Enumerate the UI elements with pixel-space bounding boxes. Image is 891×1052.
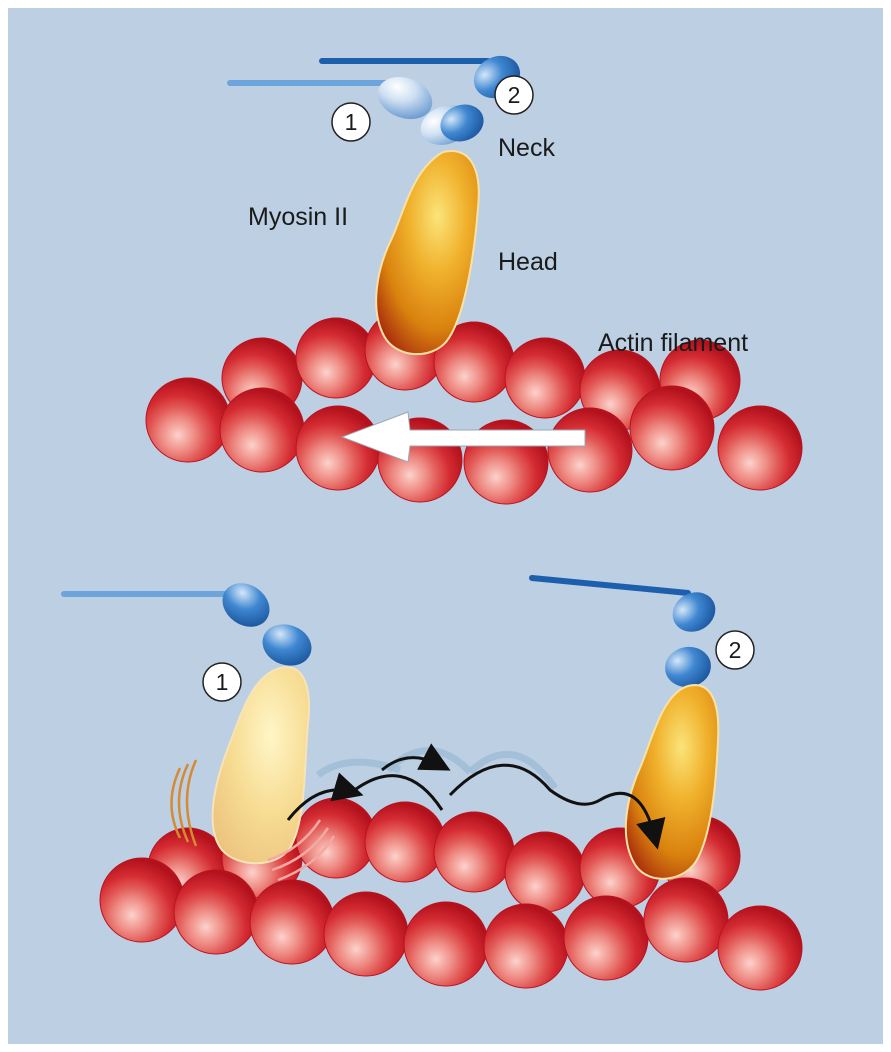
- actin-monomer: [220, 388, 304, 472]
- actin-monomer: [644, 878, 728, 962]
- svg-text:2: 2: [729, 637, 742, 663]
- actin-monomer: [404, 902, 488, 986]
- svg-text:1: 1: [345, 109, 358, 135]
- actin-monomer: [146, 378, 230, 462]
- actin-monomer: [365, 802, 445, 882]
- label-neck: Neck: [498, 134, 555, 162]
- actin-monomer: [296, 318, 376, 398]
- actin-monomer: [100, 858, 184, 942]
- actin-monomer: [630, 386, 714, 470]
- actin-monomer: [718, 406, 802, 490]
- marker-2-top: 2: [495, 76, 533, 114]
- actin-monomer: [505, 832, 585, 912]
- actin-monomer: [564, 896, 648, 980]
- actin-monomer: [296, 798, 376, 878]
- svg-text:2: 2: [508, 82, 521, 108]
- actin-monomer: [324, 892, 408, 976]
- marker-1-top: 1: [332, 103, 370, 141]
- actin-monomer: [174, 870, 258, 954]
- marker-1-bottom: 1: [203, 663, 241, 701]
- actin-monomer: [484, 904, 568, 988]
- svg-text:1: 1: [216, 669, 229, 695]
- actin-monomer: [296, 406, 380, 490]
- label-head: Head: [498, 248, 558, 276]
- label-actin-filament: Actin filament: [598, 329, 748, 357]
- actin-monomer: [434, 812, 514, 892]
- actin-monomer: [718, 906, 802, 990]
- actin-monomer: [548, 408, 632, 492]
- actin-monomer: [250, 880, 334, 964]
- actin-monomer: [505, 338, 585, 418]
- label-myosin-ii: Myosin II: [248, 203, 348, 231]
- marker-2-bottom: 2: [716, 631, 754, 669]
